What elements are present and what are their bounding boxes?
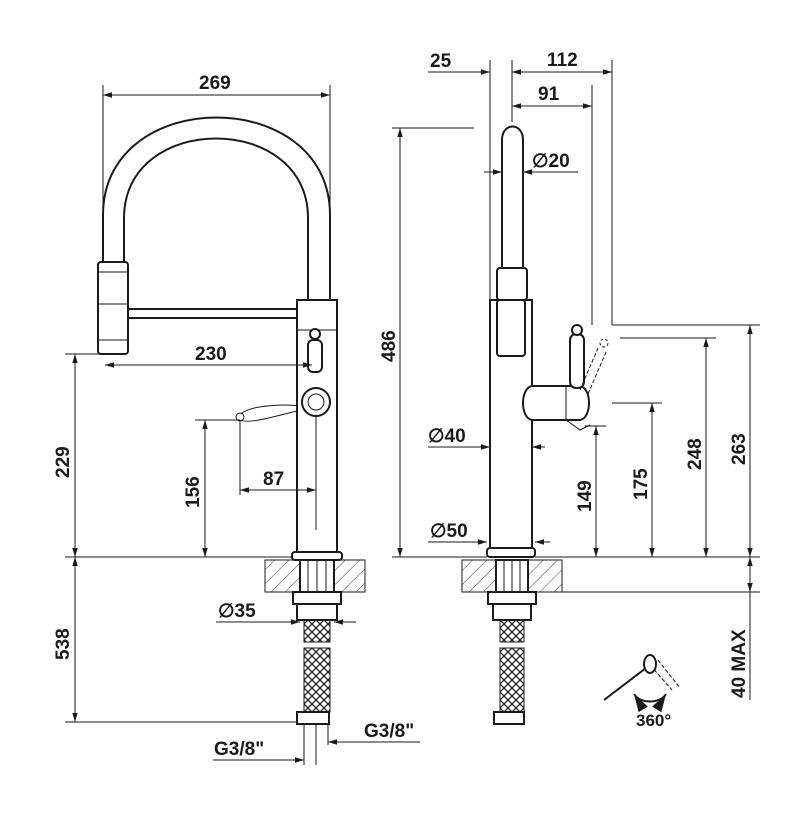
dim-handle-156: 156: [183, 476, 204, 508]
front-handle-lever: [307, 339, 323, 373]
front-cartridge: [301, 387, 331, 417]
rotation-icon: 360°: [603, 654, 681, 730]
front-view: 269 230 229 156 87 538 ∅35 G3: [53, 73, 420, 765]
dim-deck-40-max: 40 MAX: [729, 629, 750, 698]
side-handle-tilted: [579, 338, 609, 395]
dim-depth-91: 91: [538, 84, 560, 105]
dim-connector-left: G3/8": [214, 739, 264, 760]
front-handle-rotated: [235, 404, 299, 422]
dim-connector-right: G3/8": [364, 721, 414, 742]
front-braided-hose: [303, 619, 331, 643]
dim-width-269: 269: [199, 73, 231, 94]
dim-height-149: 149: [575, 480, 596, 512]
dim-mount-35: ∅35: [218, 601, 256, 622]
side-spout-tube: [501, 125, 524, 268]
side-view: 25 112 91 486 ∅20 ∅40 ∅50 149 175: [379, 50, 760, 725]
dim-height-248: 248: [685, 438, 706, 470]
dim-height-263: 263: [729, 433, 750, 465]
dim-height-175: 175: [631, 468, 652, 500]
dim-spout-reach-230: 230: [195, 344, 227, 365]
side-handle-upright: [569, 333, 585, 389]
dim-height-486: 486: [379, 330, 400, 362]
front-gooseneck: [102, 116, 331, 300]
dim-body-40: ∅40: [428, 426, 466, 447]
dim-handle-87: 87: [263, 469, 284, 490]
side-spray-head: [496, 267, 528, 301]
dim-height-229: 229: [53, 446, 74, 478]
dim-base-50: ∅50: [430, 521, 468, 542]
side-cartridge: [522, 385, 590, 421]
dim-depth-112: 112: [547, 50, 578, 71]
dim-spout-20: ∅20: [532, 151, 570, 172]
rotation-label: 360°: [636, 711, 671, 730]
dim-depth-25: 25: [430, 51, 452, 72]
front-spout-holder: [127, 308, 301, 319]
dim-hose-538: 538: [53, 628, 74, 660]
side-braided-hose: [499, 619, 525, 643]
